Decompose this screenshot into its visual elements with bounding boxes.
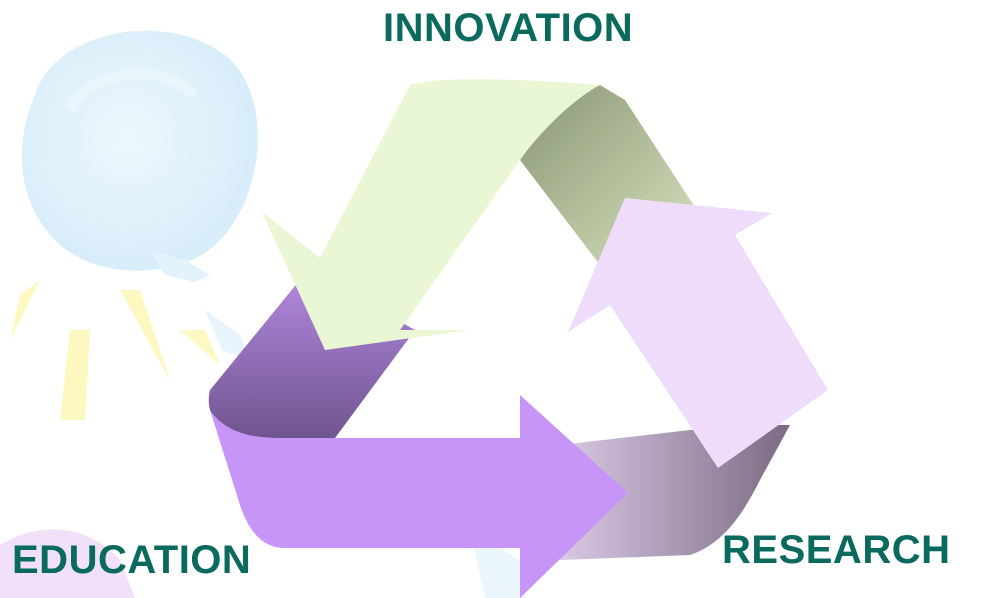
research-arrow [568, 198, 828, 468]
violet-background-blob [0, 529, 135, 598]
research-education-band [560, 425, 790, 560]
innovation-label: INNOVATION [383, 6, 634, 50]
education-label: EDUCATION [12, 538, 252, 582]
research-label: RESEARCH [722, 528, 951, 572]
innovation-arrow [262, 79, 600, 350]
education-arrow [210, 395, 628, 598]
sun-clipart-icon [10, 30, 258, 420]
